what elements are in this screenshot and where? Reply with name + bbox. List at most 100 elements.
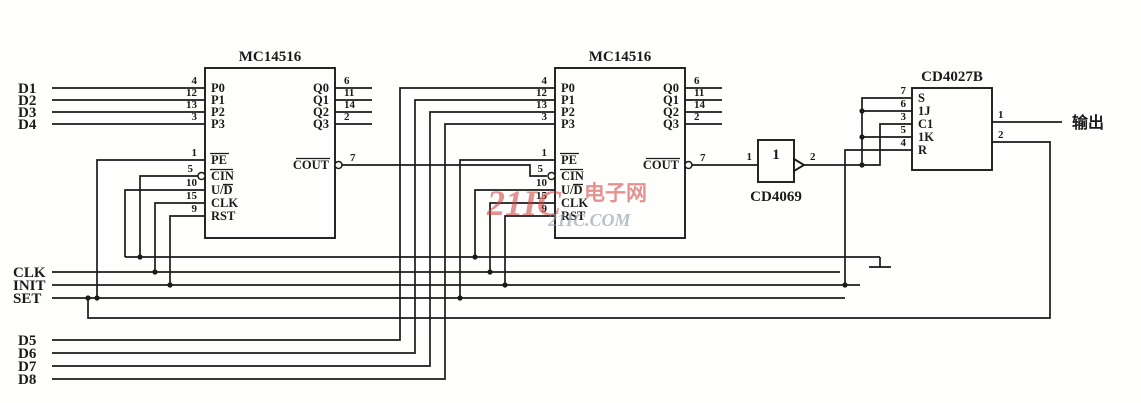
pin-num: 2: [694, 111, 700, 123]
pin-num: 5: [901, 124, 907, 136]
junction-dot: [487, 269, 493, 275]
flipflop-body: [911, 87, 993, 171]
pin-label: PE: [211, 153, 227, 167]
junction-dot: [137, 254, 143, 260]
wire-counter2-controls: [459, 159, 555, 298]
pin-label: P2: [211, 105, 225, 119]
signal-labels: D1 D2 D3 D4 CLK INIT SET D5 D6 D7 D8 输出: [13, 81, 1104, 388]
junction-dot: [457, 295, 463, 301]
signal-d8: D8: [18, 372, 36, 388]
pin-label: Q1: [313, 93, 329, 107]
pin-num: 11: [694, 87, 704, 99]
pin-num: 1: [998, 109, 1004, 121]
junction-dot: [472, 254, 478, 260]
pin-label: P3: [211, 117, 225, 131]
pin-num: 13: [536, 99, 548, 111]
pin-label: CLK: [561, 196, 588, 210]
pin-num: 7: [901, 85, 907, 97]
signal-set: SET: [13, 291, 41, 307]
pin-num: 7: [700, 152, 706, 164]
pin-num: 3: [192, 111, 198, 123]
counter1-chip: MC14516 4 12 13 3 1 5 10 15 9 6 11 14 2 …: [186, 49, 356, 239]
pin-label: Q1: [663, 93, 679, 107]
inverter-symbol: 1: [772, 147, 780, 163]
pin-label: CIN: [561, 169, 584, 183]
junction-dot: [859, 108, 865, 114]
wire-counter1-controls: [96, 159, 205, 298]
pin-label: U/D: [211, 183, 233, 197]
pin-label: P1: [211, 93, 225, 107]
pin-label: R: [918, 143, 928, 157]
wire-counter1-outputs: [335, 87, 372, 125]
signal-d6: D6: [18, 346, 37, 362]
junction-dot: [859, 134, 865, 140]
pin-label: C1: [918, 117, 933, 131]
junction-dot: [859, 162, 865, 168]
pin-num: 11: [344, 87, 354, 99]
pin-num: 6: [694, 75, 700, 87]
counter1-name: MC14516: [239, 49, 302, 65]
pin-num: 1: [192, 147, 198, 159]
pin-num: 15: [536, 190, 548, 202]
inverter-output-triangle: [793, 157, 806, 173]
signal-d7: D7: [18, 359, 37, 375]
pin-num: 13: [186, 99, 198, 111]
pin-label: COUT: [643, 158, 680, 172]
flipflop-name: CD4027B: [921, 69, 983, 85]
watermark-brand-cn: 电子网: [584, 181, 647, 205]
pin-label: RST: [211, 209, 236, 223]
pin-num: 4: [192, 75, 198, 87]
wire-reset-tap: [844, 149, 912, 285]
pin-num: 15: [186, 190, 198, 202]
pin-num: 2: [810, 151, 816, 163]
counter2-cout-bubble: [684, 160, 693, 170]
watermark-brand: 21IC: [486, 183, 562, 223]
counter2-chip: MC14516 4 12 13 3 1 5 10 15 9 6 11 14 2 …: [536, 49, 706, 239]
pin-num: 4: [542, 75, 548, 87]
pin-num: 6: [344, 75, 350, 87]
pin-num: 2: [998, 129, 1004, 141]
pin-label: P3: [561, 117, 575, 131]
pin-num: 14: [694, 99, 706, 111]
junction-dots: [85, 108, 865, 301]
pin-num: 5: [538, 163, 544, 175]
pin-num: 7: [350, 152, 356, 164]
pin-num: 9: [192, 203, 198, 215]
junction-dot: [502, 282, 508, 288]
signal-d1: D1: [18, 81, 36, 97]
junction-dot: [94, 295, 100, 301]
pin-label: CLK: [211, 196, 238, 210]
signal-output: 输出: [1072, 113, 1104, 132]
pin-label: Q3: [313, 117, 329, 131]
signal-d2: D2: [18, 93, 36, 109]
pin-label: P0: [561, 81, 575, 95]
pin-num: 12: [536, 87, 548, 99]
pin-label: S: [918, 91, 925, 105]
pin-label: Q0: [313, 81, 329, 95]
pin-num: 5: [188, 163, 194, 175]
wire-counter2-outputs: [685, 87, 722, 125]
pin-label: 1K: [918, 130, 934, 144]
pin-num: 10: [186, 177, 198, 189]
watermark: 21IC 电子网 21IC.COM: [486, 181, 647, 230]
counter2-cin-bubble: [547, 171, 556, 181]
pin-num: 1: [747, 151, 753, 163]
pin-num: 6: [901, 98, 907, 110]
junction-dot: [85, 295, 91, 301]
counter1-cin-bubble: [197, 171, 206, 181]
pin-num: 4: [901, 137, 907, 149]
pin-label: CIN: [211, 169, 234, 183]
wire-jk-rail: [861, 97, 912, 165]
pin-num: 3: [542, 111, 548, 123]
signal-d3: D3: [18, 105, 36, 121]
wire-d1-d4: [52, 87, 205, 125]
signal-init: INIT: [13, 278, 46, 294]
signal-clk: CLK: [13, 265, 46, 281]
pin-label: PE: [561, 153, 577, 167]
wire-ground-rail: [125, 256, 891, 268]
pin-label: COUT: [293, 158, 330, 172]
counter1-cout-bubble: [334, 160, 343, 170]
wire-cout1-to-cin2: [342, 164, 547, 177]
junction-dot: [842, 282, 848, 288]
